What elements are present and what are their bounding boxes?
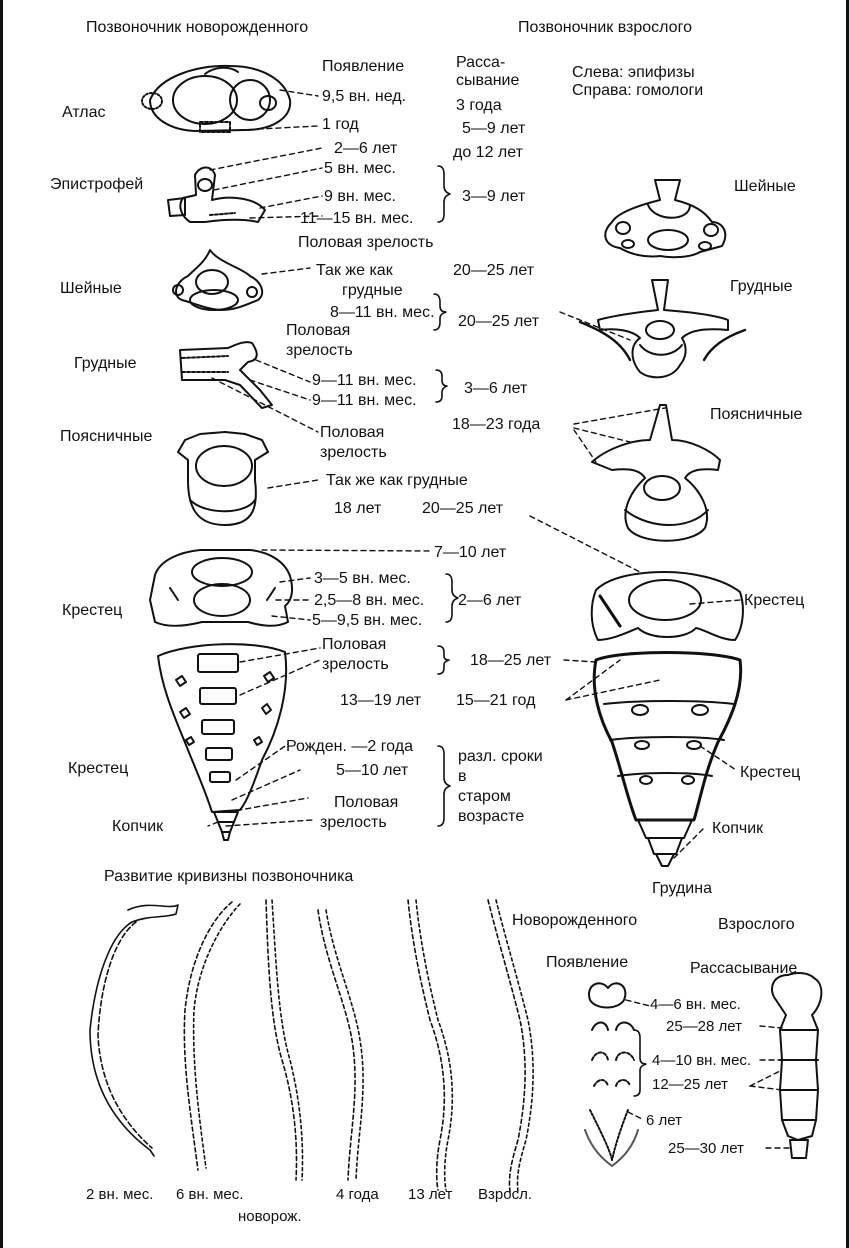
curvature-stage-3: 4 года	[336, 1186, 379, 1204]
sternum-adult-label: Взрослого	[718, 916, 795, 934]
thoracic-app-3: Половая	[320, 424, 384, 442]
thoracic-app-2: 9—11 вн. мес.	[312, 392, 417, 410]
cervical-label: Шейные	[60, 280, 122, 298]
cervical-app-2: грудные	[342, 282, 403, 300]
atlas-label: Атлас	[62, 104, 106, 122]
sacrum-resorption-r1: разл. сроки	[458, 748, 543, 766]
sacrum-app-6: Половая	[334, 794, 398, 812]
sternum-app-5: 6 лет	[646, 1112, 682, 1130]
adult-cervical-drawing	[605, 180, 725, 257]
newborn-sacrum-top-drawing	[150, 550, 292, 626]
sternum-app-4: 12—25 лет	[652, 1076, 728, 1094]
thoracic-label: Грудные	[74, 355, 137, 373]
sacrum-app-3: 13—19 лет	[340, 692, 421, 710]
legend-left: Слева: эпифизы	[572, 64, 695, 82]
sternum-app-2: 25—28 лет	[666, 1018, 742, 1036]
column-appearance: Появление	[322, 58, 404, 76]
adult-lumbar-drawing	[592, 405, 720, 541]
sternum-app-1: 4—6 вн. мес.	[650, 996, 741, 1014]
epistropheus-app-1: 2—6 лет	[334, 140, 397, 158]
thoracic-resorption-0: 20—25 лет	[458, 313, 539, 331]
sacrum-top-app-3: 5—9,5 вн. мес.	[312, 612, 422, 630]
atlas-resorption-3: до 12 лет	[453, 144, 523, 162]
newborn-lumbar-drawing	[178, 432, 268, 525]
thoracic-resorption: 3—6 лет	[464, 380, 527, 398]
curvature-stage-2: 6 вн. мес.	[176, 1186, 243, 1204]
sacrum-top-app-2: 2,5—8 вн. мес.	[314, 592, 424, 610]
epistropheus-app-2: 5 вн. мес.	[324, 160, 396, 178]
newborn-sacrum-bottom-drawing	[158, 644, 286, 840]
sacrum-app-5: 5—10 лет	[336, 762, 408, 780]
adult-thoracic-drawing	[580, 280, 745, 377]
atlas-appearance-1: 9,5 вн. нед.	[322, 88, 406, 106]
newborn-atlas-drawing	[142, 66, 290, 132]
atlas-resorption-1: 3 года	[456, 97, 502, 115]
newborn-epistropheus-drawing	[168, 168, 265, 223]
sacrum-resorption-2: 15—21 год	[456, 692, 535, 710]
sacrum-top-label: Крестец	[62, 602, 122, 620]
thoracic-app-0b: Половая	[286, 322, 350, 340]
thoracic-app-4: зрелость	[320, 444, 387, 462]
sternum-appearance-label: Появление	[546, 954, 628, 972]
sacrum-resorption-r3: старом	[458, 788, 511, 806]
column-resorption-line1: Расса-	[456, 54, 505, 72]
header-adult-spine: Позвоночник взрослого	[518, 19, 692, 37]
adult-thoracic-label: Грудные	[730, 278, 793, 296]
legend-right: Справа: гомологи	[572, 82, 703, 100]
sacrum-app-2: зрелость	[322, 656, 389, 674]
epistropheus-label: Эпистрофей	[50, 176, 143, 194]
adult-coccyx-label: Копчик	[712, 820, 763, 838]
lumbar-resorption-18: 18—23 года	[452, 416, 540, 434]
sacrum-app-1: Половая	[322, 636, 386, 654]
atlas-resorption-2: 5—9 лет	[462, 120, 525, 138]
sacrum-bottom-label: Крестец	[68, 760, 128, 778]
curvature-stage-5: Взросл.	[478, 1186, 532, 1204]
sacrum-top-app-0: 7—10 лет	[434, 544, 506, 562]
curvature-stage-4: 13 лет	[408, 1186, 452, 1204]
header-newborn-spine: Позвоночник новорожденного	[86, 19, 308, 37]
newborn-cervical-drawing	[173, 250, 262, 310]
sacrum-app-4: Рожден. —2 года	[286, 738, 413, 756]
lumbar-resorption-2: 20—25 лет	[422, 500, 503, 518]
sacrum-top-resorption: 2—6 лет	[458, 592, 521, 610]
epistropheus-app-3: 9 вн. мес.	[324, 188, 396, 206]
sacrum-resorption-1: 18—25 лет	[470, 652, 551, 670]
coccyx-label: Копчик	[112, 818, 163, 836]
cervical-resorption: 20—25 лет	[453, 262, 534, 280]
sternum-newborn-drawing	[585, 983, 638, 1166]
column-resorption-line2: сывание	[456, 72, 519, 90]
curvature-drawing	[90, 900, 533, 1192]
lumbar-app-2: 18 лет	[334, 500, 381, 518]
adult-cervical-label: Шейные	[734, 178, 796, 196]
lumbar-label: Поясничные	[60, 428, 152, 446]
epistropheus-app-5: Половая зрелость	[298, 234, 433, 252]
thoracic-app-0c: зрелость	[286, 342, 353, 360]
atlas-appearance-2: 1 год	[322, 116, 359, 134]
sternum-adult-drawing	[772, 973, 821, 1158]
sacrum-top-app-1: 3—5 вн. мес.	[314, 570, 411, 588]
adult-sacrum-top-drawing	[592, 572, 743, 640]
epistropheus-resorption: 3—9 лет	[462, 188, 525, 206]
lumbar-app-1: Так же как грудные	[326, 472, 468, 490]
sacrum-resorption-r4: возрасте	[458, 808, 524, 826]
adult-lumbar-label: Поясничные	[710, 406, 802, 424]
cervical-app-1: Так же как	[316, 262, 393, 280]
curvature-stage-1: 2 вн. мес.	[86, 1186, 153, 1204]
sacrum-resorption-r2: в	[458, 768, 467, 786]
adult-sacrum-bottom-label: Крестец	[740, 764, 800, 782]
newborn-thoracic-drawing	[180, 342, 272, 408]
curvature-title: Развитие кривизны позвоночника	[104, 868, 353, 886]
sternum-app-3: 4—10 вн. мес.	[652, 1052, 751, 1070]
sacrum-app-7: зрелость	[320, 814, 387, 832]
adult-sacrum-top-label: Крестец	[744, 592, 804, 610]
epistropheus-app-4: 11—15 вн. мес.	[300, 210, 413, 228]
curvature-newborn-label: Новорожденного	[512, 912, 637, 930]
curvature-stage-2b: новорож.	[238, 1208, 302, 1226]
thoracic-app-0: 8—11 вн. мес.	[330, 304, 435, 322]
sternum-app-6: 25—30 лет	[668, 1140, 744, 1158]
thoracic-app-1: 9—11 вн. мес.	[312, 372, 417, 390]
sternum-title: Грудина	[652, 880, 712, 898]
sternum-resorption-label: Рассасывание	[690, 960, 797, 978]
